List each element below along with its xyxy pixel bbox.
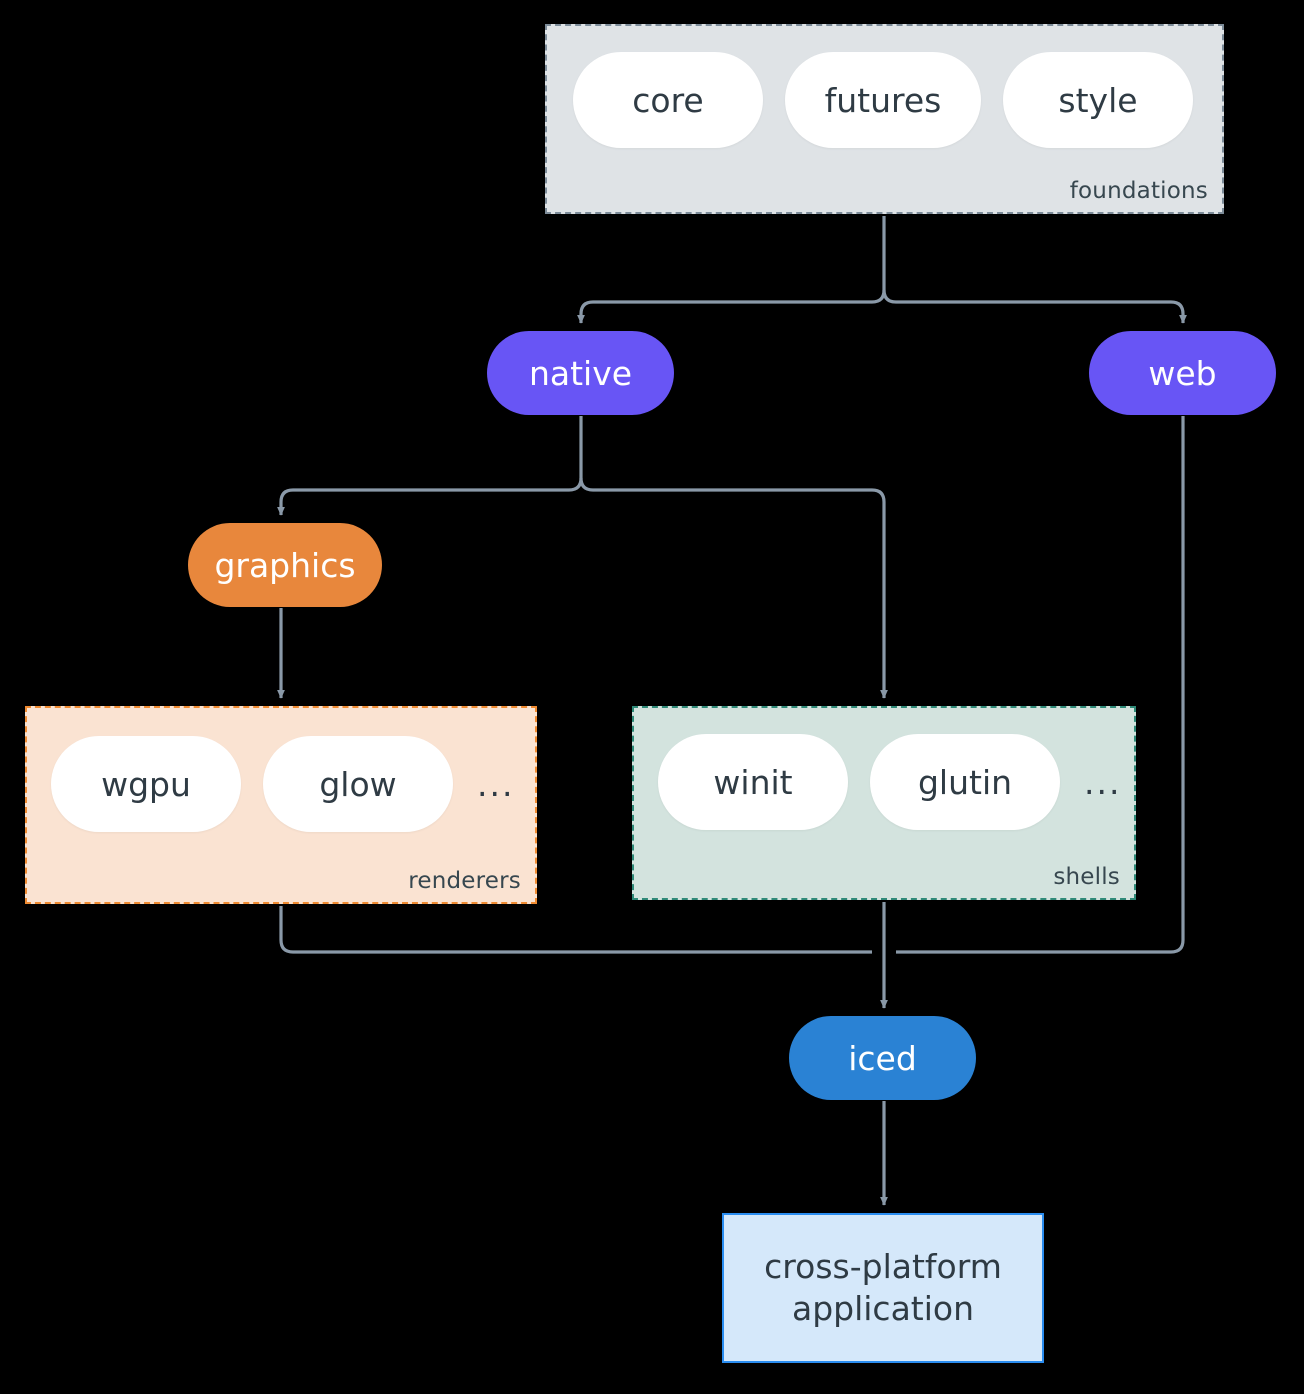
node-iced[interactable]: iced — [789, 1016, 976, 1100]
renderers-more-ellipsis: ... — [477, 764, 515, 804]
edge-renderers-to-iced — [279, 906, 872, 954]
edge-native-to-graphics — [277, 477, 583, 516]
application-line-1: cross-platform — [764, 1246, 1002, 1286]
group-foundations: core futures style foundations — [545, 24, 1224, 214]
node-native[interactable]: native — [487, 331, 674, 415]
group-label-foundations: foundations — [1069, 178, 1208, 204]
node-cross-platform-application[interactable]: cross-platform application — [722, 1213, 1044, 1363]
pill-core[interactable]: core — [573, 52, 763, 148]
group-renderers: wgpu glow ... renderers — [25, 706, 537, 904]
shells-more-ellipsis: ... — [1084, 762, 1122, 802]
node-graphics[interactable]: graphics — [188, 523, 382, 607]
shells-items: winit glutin ... — [658, 734, 1121, 830]
pill-glutin[interactable]: glutin — [870, 734, 1060, 830]
foundations-items: core futures style — [573, 52, 1193, 148]
edge-native-to-shells — [579, 477, 888, 699]
pill-style[interactable]: style — [1003, 52, 1193, 148]
group-shells: winit glutin ... shells — [632, 706, 1136, 900]
renderers-items: wgpu glow ... — [51, 736, 514, 832]
pill-wgpu[interactable]: wgpu — [51, 736, 241, 832]
group-label-renderers: renderers — [408, 868, 521, 894]
edge-foundations-to-native — [577, 289, 886, 324]
node-web[interactable]: web — [1089, 331, 1276, 415]
group-label-shells: shells — [1053, 864, 1120, 890]
application-line-2: application — [791, 1289, 975, 1328]
edge-foundations-to-web — [882, 289, 1187, 324]
pill-winit[interactable]: winit — [658, 734, 848, 830]
pill-glow[interactable]: glow — [263, 736, 453, 832]
pill-futures[interactable]: futures — [785, 52, 981, 148]
